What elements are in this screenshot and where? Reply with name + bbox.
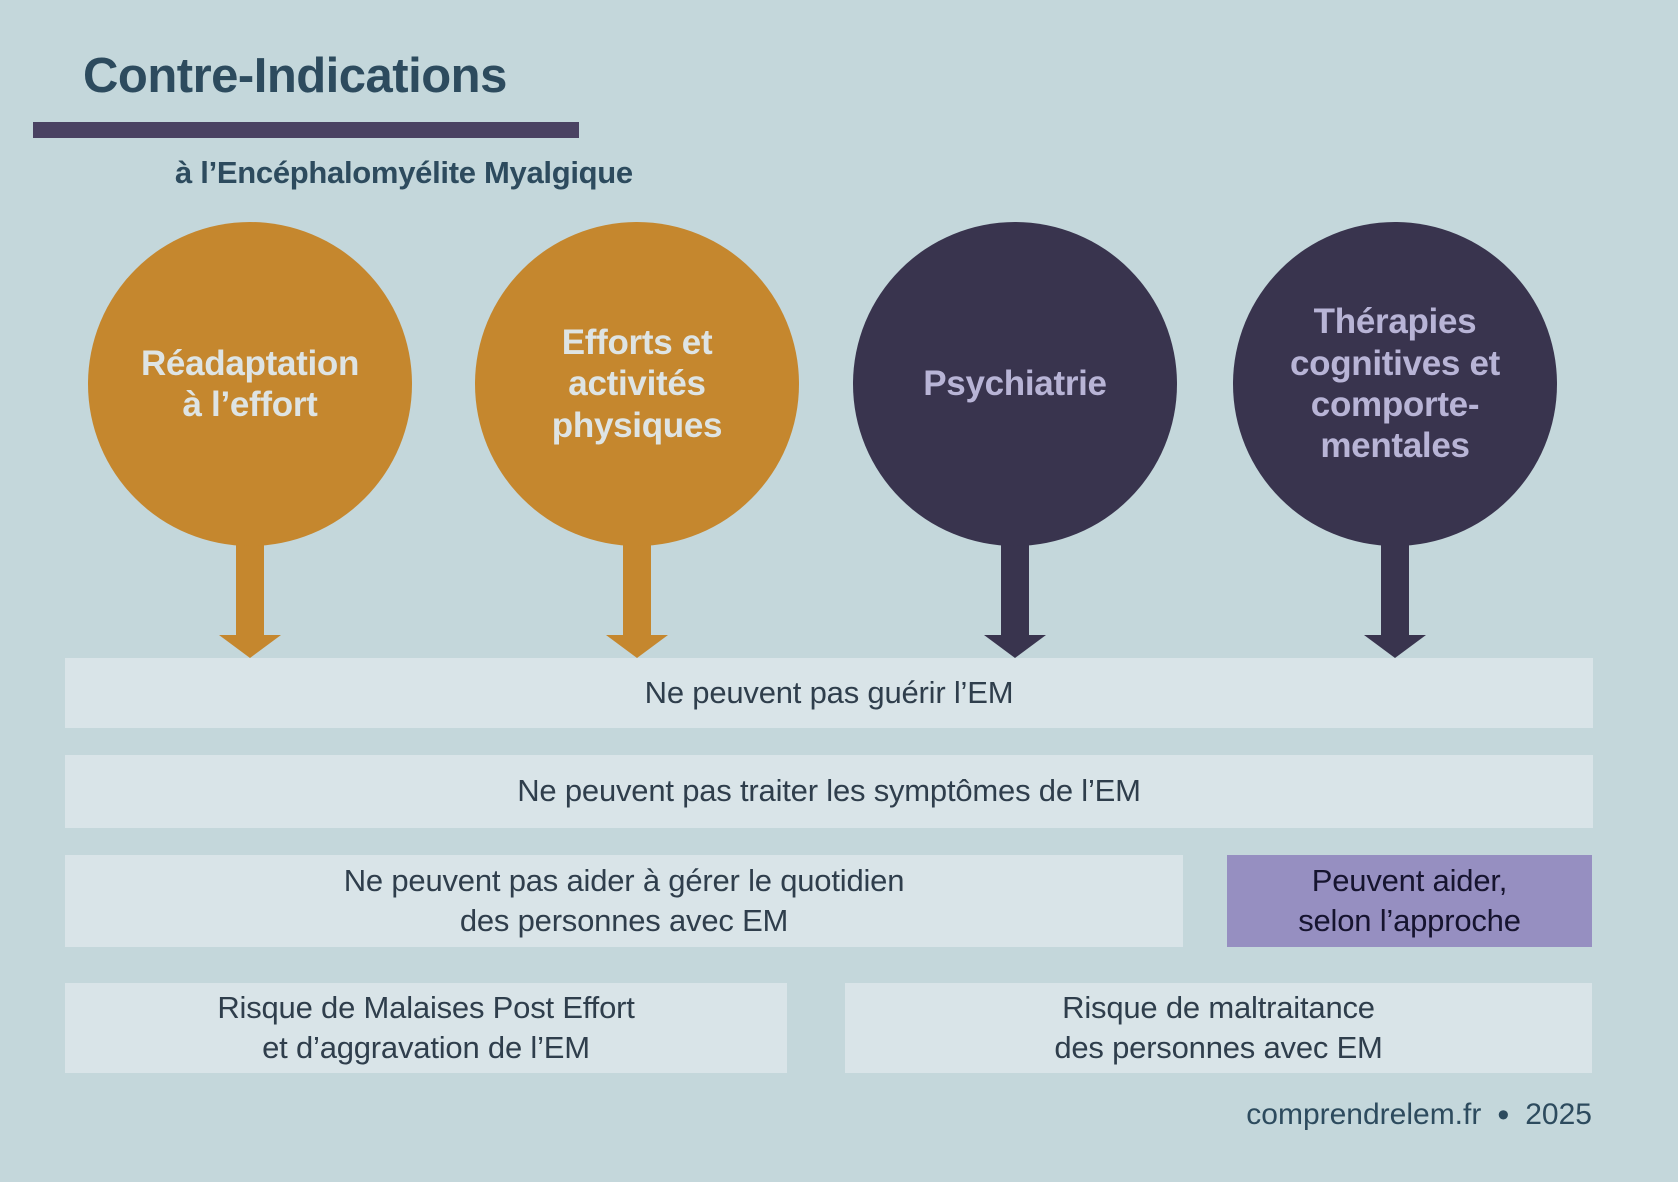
statement-can-help: Peuvent aider, selon l’approche [1227, 855, 1592, 947]
arrow-stem [1001, 540, 1029, 635]
circle-psychiatrie-label: Psychiatrie [923, 364, 1107, 404]
page-title: Contre-Indications [83, 49, 507, 103]
arrow-stem [1381, 540, 1409, 635]
footer-site: comprendrelem.fr [1246, 1098, 1482, 1131]
circle-readaptation: Réadaptation à l’effort [88, 222, 412, 546]
circle-tcc-label: Thérapies cognitives et comporte- mental… [1289, 302, 1501, 466]
circle-tcc: Thérapies cognitives et comporte- mental… [1233, 222, 1557, 546]
bullet-icon: • [1497, 1096, 1510, 1134]
circle-efforts-physiques: Efforts et activités physiques [475, 222, 799, 546]
arrow-stem [236, 540, 264, 635]
circle-efforts-physiques-label: Efforts et activités physiques [551, 323, 723, 445]
statement-can-help-text: Peuvent aider, selon l’approche [1298, 862, 1521, 938]
statement-cannot-treat-text: Ne peuvent pas traiter les symptômes de … [517, 773, 1141, 809]
statement-risk-pem-text: Risque de Malaises Post Effort et d’aggr… [217, 989, 635, 1065]
statement-cannot-cure: Ne peuvent pas guérir l’EM [65, 658, 1593, 728]
statement-risk-maltreatment-text: Risque de maltraitance des personnes ave… [1054, 989, 1383, 1065]
circle-readaptation-label: Réadaptation à l’effort [140, 343, 360, 424]
arrow-head [606, 635, 668, 658]
footer: comprendrelem.fr • 2025 [1246, 1098, 1592, 1132]
statement-risk-pem: Risque de Malaises Post Effort et d’aggr… [65, 983, 787, 1073]
statement-cannot-help-daily: Ne peuvent pas aider à gérer le quotidie… [65, 855, 1183, 947]
statement-cannot-cure-text: Ne peuvent pas guérir l’EM [644, 674, 1014, 710]
page-subtitle: à l’Encéphalomyélite Myalgique [175, 155, 633, 190]
statement-cannot-treat: Ne peuvent pas traiter les symptômes de … [65, 755, 1593, 828]
arrow-head [1364, 635, 1426, 658]
arrow-head [219, 635, 281, 658]
arrow-head [984, 635, 1046, 658]
footer-year: 2025 [1525, 1098, 1592, 1131]
statement-cannot-help-daily-text: Ne peuvent pas aider à gérer le quotidie… [343, 862, 905, 938]
circle-psychiatrie: Psychiatrie [853, 222, 1177, 546]
arrow-stem [623, 540, 651, 635]
statement-risk-maltreatment: Risque de maltraitance des personnes ave… [845, 983, 1592, 1073]
title-underline [33, 122, 579, 138]
